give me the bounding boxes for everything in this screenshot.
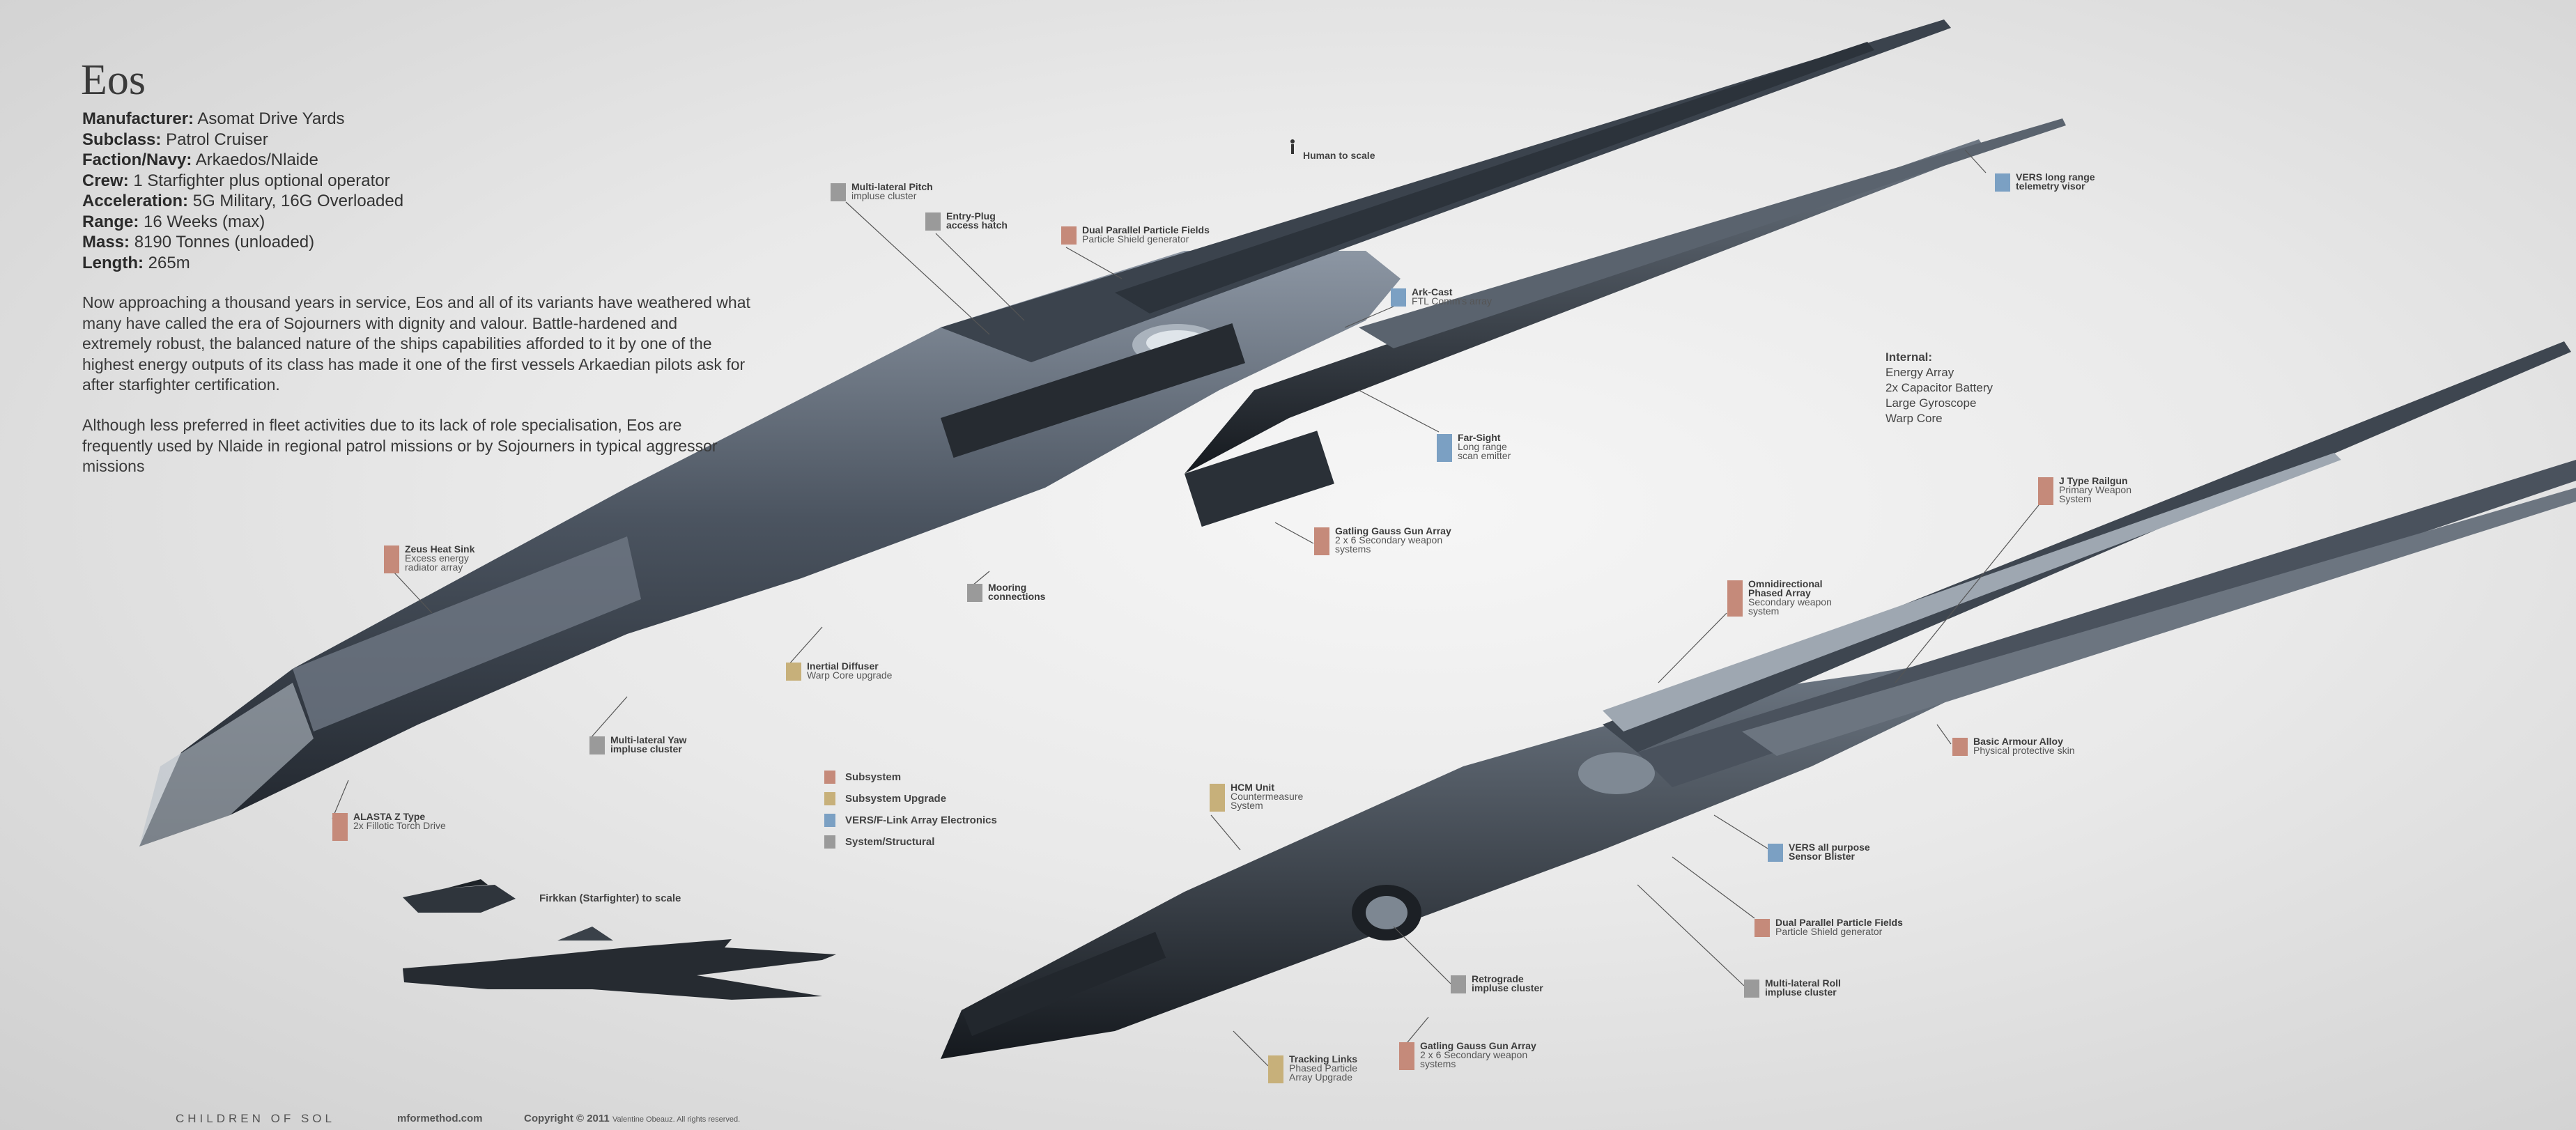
category-swatch: [1744, 980, 1759, 998]
spec-crew: Crew: 1 Starfighter plus optional operat…: [82, 171, 390, 190]
category-swatch: [1754, 919, 1770, 937]
legend-item-system-structural: System/Structural: [824, 831, 997, 853]
spec-manufacturer: Manufacturer: Asomat Drive Yards: [82, 109, 345, 128]
spec-range: Range: 16 Weeks (max): [82, 212, 265, 231]
category-swatch: [925, 212, 941, 231]
internal-item: 2x Capacitor Battery: [1885, 381, 1993, 394]
category-swatch: [967, 584, 982, 602]
category-swatch: [1399, 1042, 1414, 1070]
category-swatch: [1061, 226, 1077, 245]
category-swatch: [1210, 784, 1225, 812]
human-silhouette-icon: [1290, 139, 1295, 154]
firkkan-starfighter-top: [403, 879, 516, 913]
callout-leader-lines: [332, 149, 2039, 1067]
spec-length: Length: 265m: [82, 253, 190, 272]
spec-faction: Faction/Navy: Arkaedos/Nlaide: [82, 150, 318, 169]
category-swatch: [2038, 477, 2053, 505]
footer-copyright: Copyright © 2011 Valentine Obeauz. All r…: [524, 1113, 741, 1124]
category-swatch: [1451, 975, 1466, 993]
description-paragraph-1: Now approaching a thousand years in serv…: [82, 293, 750, 394]
category-swatch: [332, 813, 348, 841]
page-title: Eos: [81, 56, 146, 104]
category-swatch: [786, 663, 801, 681]
legend-swatch: [824, 835, 835, 849]
legend-swatch: [824, 814, 835, 827]
category-swatch: [589, 736, 605, 754]
category-swatch: [1314, 527, 1329, 555]
starfighter-scale-label: Firkkan (Starfighter) to scale: [539, 892, 681, 904]
internal-systems-list: Internal: Energy Array 2x Capacitor Batt…: [1885, 350, 1993, 426]
spec-list: Manufacturer: Asomat Drive Yards Subclas…: [82, 109, 403, 273]
category-swatch: [1995, 173, 2010, 192]
category-swatch: [1952, 738, 1968, 756]
spec-mass: Mass: 8190 Tonnes (unloaded): [82, 233, 315, 251]
category-swatch: [831, 183, 846, 201]
category-swatch: [384, 545, 399, 573]
internal-item: Warp Core: [1885, 412, 1943, 425]
description-paragraph-2: Although less preferred in fleet activit…: [82, 416, 718, 475]
internal-item: Large Gyroscope: [1885, 396, 1977, 410]
eos-three-quarter-view: [941, 341, 2576, 1059]
legend-swatch: [824, 792, 835, 805]
footer-site-link[interactable]: mformethod.com: [397, 1113, 483, 1124]
category-swatch: [1391, 288, 1406, 307]
category-swatch: [1768, 844, 1783, 862]
firkkan-starfighter-bottom: [403, 927, 836, 1000]
internal-title: Internal:: [1885, 350, 1933, 364]
legend-swatch: [824, 771, 835, 784]
spec-subclass: Subclass: Patrol Cruiser: [82, 130, 268, 149]
category-legend: Subsystem Subsystem Upgrade VERS/F-Link …: [824, 766, 997, 853]
eos-side-view: [139, 20, 2066, 846]
legend-item-subsystem-upgrade: Subsystem Upgrade: [824, 788, 997, 810]
internal-item: Energy Array: [1885, 366, 1954, 379]
spec-acceleration: Acceleration: 5G Military, 16G Overloade…: [82, 192, 404, 210]
category-swatch: [1437, 434, 1452, 462]
footer-brand: CHILDREN OF SOL: [176, 1112, 335, 1125]
category-swatch: [1268, 1055, 1283, 1083]
category-swatch: [1727, 580, 1743, 617]
human-scale-label: Human to scale: [1303, 150, 1375, 161]
legend-item-vers-electronics: VERS/F-Link Array Electronics: [824, 810, 997, 831]
legend-item-subsystem: Subsystem: [824, 766, 997, 788]
